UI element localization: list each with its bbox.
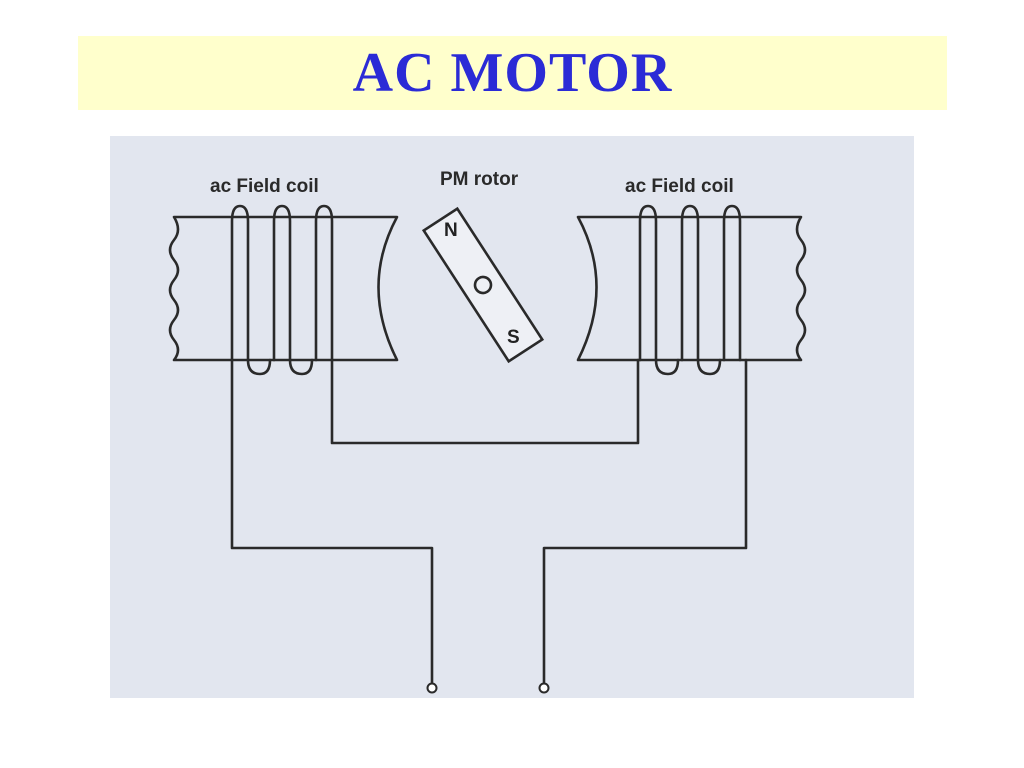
right-supply-wire [542, 358, 748, 686]
right-field-coil [638, 204, 742, 376]
series-link-wire [330, 358, 640, 445]
rotor-bar [421, 206, 545, 364]
rotor-south-pole: S [507, 327, 520, 348]
motor-diagram: ac Field coil PM rotor ac Field coil [110, 136, 914, 698]
right-stator-core [576, 215, 807, 362]
rotor-shaft [473, 275, 493, 295]
slide-title: AC MOTOR [352, 42, 673, 104]
wiring [230, 358, 748, 694]
right-terminal [538, 682, 550, 694]
left-field-coil [230, 204, 334, 376]
left-terminal [426, 682, 438, 694]
left-coil-label: ac Field coil [210, 176, 319, 197]
pm-rotor [421, 206, 545, 364]
left-supply-wire [230, 358, 434, 686]
motor-diagram-svg: ac Field coil PM rotor ac Field coil [110, 136, 914, 698]
rotor-label: PM rotor [440, 169, 519, 190]
title-bar: AC MOTOR [78, 36, 947, 110]
left-stator-core [168, 215, 399, 362]
rotor-north-pole: N [444, 220, 458, 241]
diagram-background [110, 136, 914, 698]
right-coil-label: ac Field coil [625, 176, 734, 197]
